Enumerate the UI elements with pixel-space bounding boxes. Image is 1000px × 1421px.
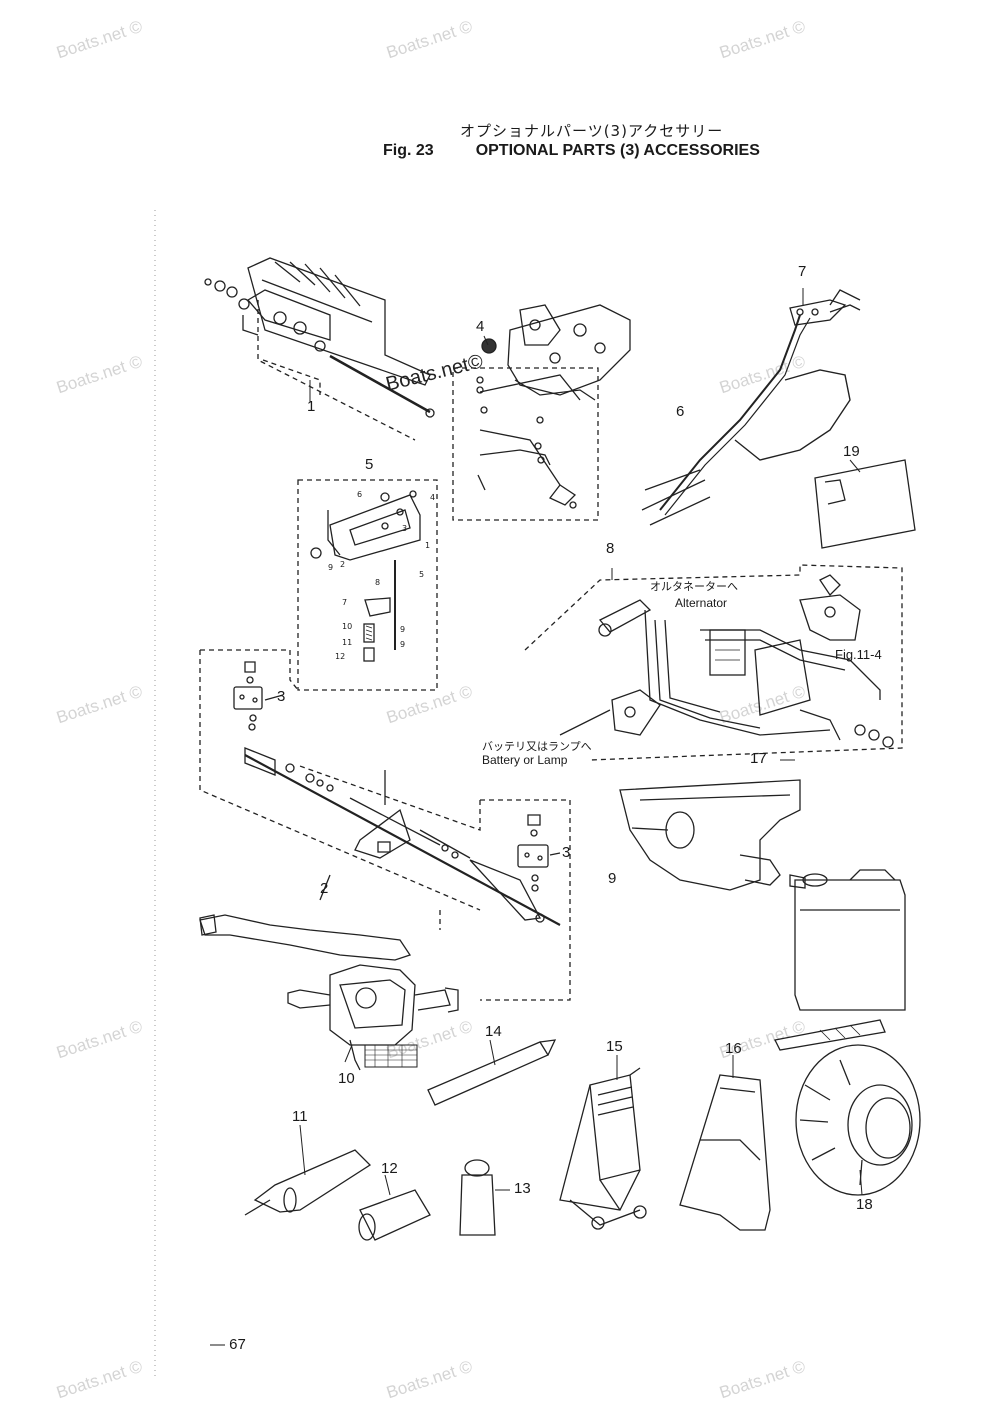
callout-4: 4 [476, 318, 485, 335]
callout-10: 10 [338, 1070, 355, 1087]
callout-2: 2 [320, 880, 329, 897]
callout-11: 11 [292, 1108, 308, 1125]
note-alternator-en: Alternator [675, 596, 728, 610]
note-battery-en: Battery or Lamp [482, 753, 568, 767]
part-10-remote-control [199, 914, 459, 1071]
sub-callout: 2 [340, 560, 346, 569]
part-19-decal [814, 459, 916, 549]
callout-7: 7 [798, 263, 807, 280]
part-11-grease-tube [244, 1124, 372, 1216]
part-2-control-shaft [199, 649, 571, 1001]
part-17-oil-container [774, 759, 906, 1051]
callout-3-right: 3 [562, 844, 571, 861]
callout-9: 9 [608, 870, 617, 887]
callout-15: 15 [606, 1038, 623, 1055]
callout-16: 16 [725, 1040, 742, 1057]
figure-title: OPTIONAL PARTS (3) ACCESSORIES [475, 142, 760, 159]
sub-callout: 11 [342, 638, 353, 647]
sub-callout: 9 [400, 625, 406, 634]
callout-19: 19 [843, 443, 860, 460]
part-8-wiring-kit [524, 564, 903, 761]
part-15-motor-stand [559, 1055, 647, 1230]
part-12-small-tube [358, 1174, 431, 1241]
part-9-lower-unit [619, 779, 806, 891]
title-japanese: オプショナルパーツ(3)アクセサリー [460, 122, 724, 140]
callout-17: 17 [750, 750, 767, 767]
callout-6: 6 [676, 403, 685, 420]
sub-callout: 9 [400, 640, 406, 649]
callout-1: 1 [307, 398, 316, 415]
part-16-transom-stand [679, 1055, 771, 1231]
title-english: Fig. 23 OPTIONAL PARTS (3) ACCESSORIES [383, 142, 760, 160]
callout-12: 12 [381, 1160, 398, 1177]
part-4-linkage-assembly [452, 304, 631, 521]
note-alternator-jp: オルタネーターへ [650, 580, 738, 593]
callout-5: 5 [365, 456, 374, 473]
callout-14: 14 [485, 1023, 502, 1040]
sub-callout: 8 [375, 578, 381, 587]
sub-callout: 3 [402, 524, 408, 533]
part-13-bottle [459, 1159, 510, 1236]
sub-callout: 1 [425, 541, 431, 550]
sub-callout: 7 [342, 598, 348, 607]
callout-18: 18 [856, 1196, 873, 1213]
sub-callout: 6 [357, 490, 363, 499]
sub-callout: 12 [335, 652, 346, 661]
note-battery-jp: バッテリ又はランプへ [482, 740, 592, 753]
part-14-lubricant-tube [427, 1039, 557, 1106]
part-5-remote-bracket [297, 479, 438, 691]
part-1-tiller-bracket [204, 257, 435, 441]
sub-callout: 4 [430, 493, 436, 502]
note-fig-reference: Fig.11-4 [835, 647, 882, 662]
part-18-propeller-hub [795, 1044, 921, 1196]
figure-label: Fig. 23 [383, 142, 434, 159]
part-6-wire-harness [641, 288, 861, 526]
callout-3-left: 3 [277, 688, 286, 705]
callout-13: 13 [514, 1180, 531, 1197]
sub-callout: 10 [342, 622, 353, 631]
page-number: — 67 [210, 1336, 246, 1353]
sub-callout: 9 [328, 563, 334, 572]
callout-8: 8 [606, 540, 615, 557]
sub-callout: 5 [419, 570, 425, 579]
